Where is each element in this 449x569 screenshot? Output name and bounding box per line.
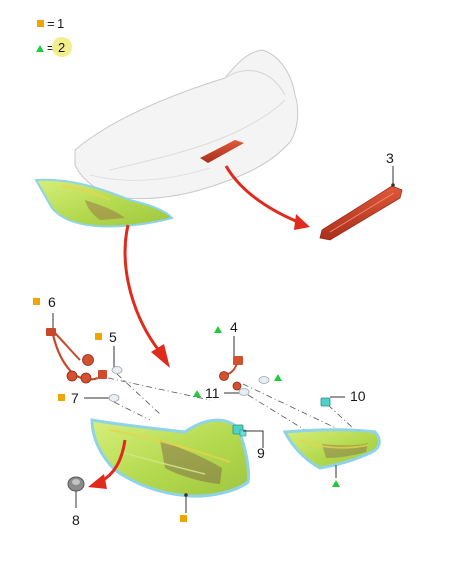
callout-3: 3 [386,150,394,166]
callout-6: 6 [48,294,56,310]
bulb-socket-11 [238,388,250,396]
highlight-circle [52,37,72,57]
arrow-to-part-8 [88,439,127,489]
liftgate-assembly [34,49,299,228]
bulb-socket-7 [108,394,120,402]
tail-lamp-outer [90,418,250,498]
callout-7: 7 [71,390,79,406]
legend-value-2: 2 [58,40,65,55]
callout-11: 11 [205,385,220,401]
wiring-harness [46,313,107,384]
high-mount-stop-light [319,166,403,241]
high-mount-stop-light-installed [200,140,244,163]
orange-square-icon [37,20,44,27]
callout-5: 5 [109,329,117,345]
arrow-to-stop-light [224,165,310,230]
bulb-socket-right [258,376,270,384]
orange-square-icon [33,298,40,305]
orange-square-icon [95,333,102,340]
legend-value-1: 1 [57,16,64,31]
legend-equals-1: = [47,16,55,31]
orange-square-icon [58,394,65,401]
green-triangle-icon [36,45,44,52]
bulb-socket-5 [111,366,123,374]
green-triangle-icon [214,326,222,333]
liftgate-body [74,49,299,200]
legend-equals-2: = [47,40,55,55]
callout-4: 4 [230,319,238,335]
green-triangle-icon [274,374,282,381]
connector-9 [232,424,264,448]
tail-lamp-installed-left [34,178,174,228]
callout-8: 8 [72,512,80,528]
green-triangle-icon [193,390,201,397]
orange-square-icon [180,515,187,522]
tail-lamp-inner [282,428,381,478]
wiring-harness-right [219,336,243,391]
connector-10 [320,396,345,407]
arrow-to-lower-assembly [123,224,170,368]
legend: = 1 = 2 [36,16,72,57]
callout-9: 9 [257,445,265,461]
grommet-8 [67,476,85,508]
callout-10: 10 [350,388,366,404]
green-triangle-icon [332,480,340,487]
